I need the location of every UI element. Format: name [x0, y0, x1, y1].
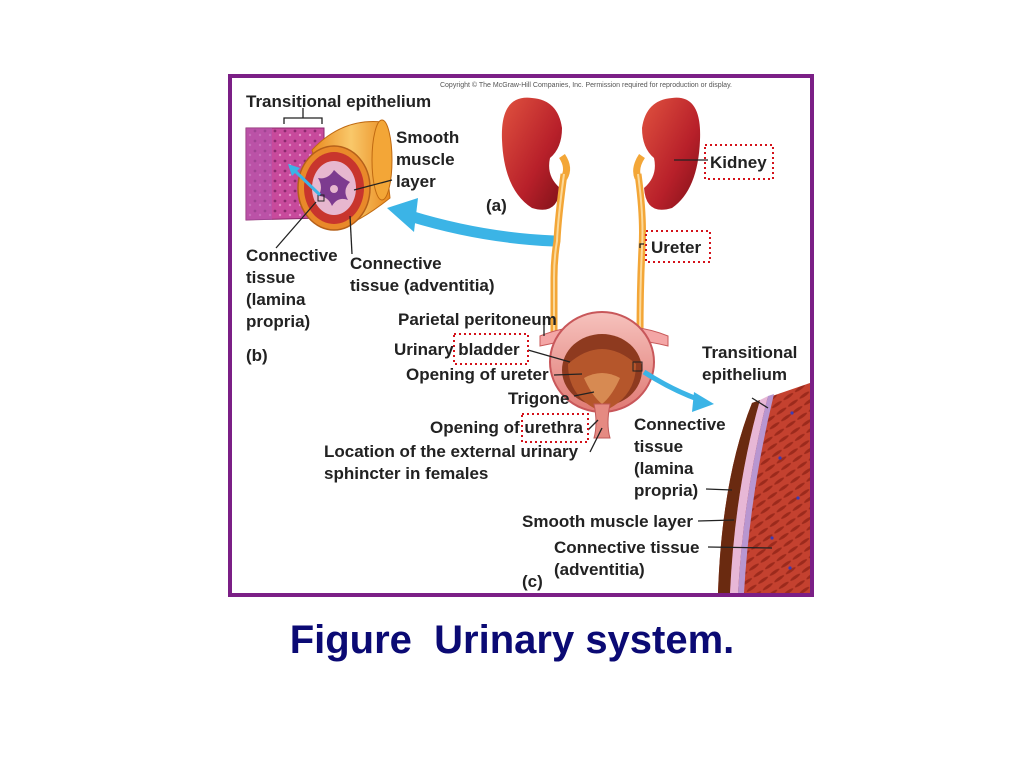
label-connective-c-line4: propria): [634, 481, 698, 500]
label-smooth-muscle-line2: muscle: [396, 150, 455, 169]
label-panel-c: (c): [522, 572, 543, 591]
highlight-urethra: [521, 413, 589, 443]
leader-lines: [275, 159, 773, 549]
label-connective-adventitia-c-line2: (adventitia): [554, 560, 645, 579]
arrow-to-wall-section-head: [692, 392, 714, 412]
arrow-to-cross-section: [387, 198, 555, 247]
arrow-to-wall-section: [642, 369, 701, 403]
label-parietal-peritoneum: Parietal peritoneum: [398, 310, 557, 329]
label-opening-of-urethra: Opening of urethra: [430, 418, 584, 437]
copyright-notice: Copyright © The McGraw-Hill Companies, I…: [440, 81, 732, 89]
label-external-sphincter-line1: Location of the external urinary: [324, 442, 579, 461]
label-connective-lamina-line4: propria): [246, 312, 310, 331]
label-connective-adventitia-line1: Connective: [350, 254, 442, 273]
urinary-system-diagram: Copyright © The McGraw-Hill Companies, I…: [245, 81, 810, 593]
label-connective-lamina-line2: tissue: [246, 268, 295, 287]
kidney-right-illustration: [633, 97, 701, 210]
label-smooth-muscle-line3: layer: [396, 172, 436, 191]
label-smooth-muscle-line1: Smooth: [396, 128, 459, 147]
figure-frame: Copyright © The McGraw-Hill Companies, I…: [228, 74, 814, 597]
label-connective-adventitia-line2: tissue (adventitia): [350, 276, 495, 295]
label-panel-a: (a): [486, 196, 507, 215]
label-connective-c-line2: tissue: [634, 437, 683, 456]
highlight-kidney: [704, 144, 774, 180]
label-urinary-bladder: Urinary bladder: [394, 340, 520, 359]
figure-caption: Figure Urinary system.: [289, 618, 735, 662]
label-transitional-epithelium-c-line2: epithelium: [702, 365, 787, 384]
ureters-illustration: [550, 173, 646, 337]
ureter-cross-section-illustration: [245, 108, 393, 231]
label-transitional-epithelium-c-line1: Transitional: [702, 343, 797, 362]
label-connective-lamina-line3: (lamina: [246, 290, 306, 309]
label-external-sphincter-line2: sphincter in females: [324, 464, 488, 483]
label-connective-c-line3: (lamina: [634, 459, 694, 478]
label-connective-adventitia-c-line1: Connective tissue: [554, 538, 700, 557]
label-connective-lamina-line1: Connective: [246, 246, 338, 265]
urinary-bladder-illustration: [539, 311, 669, 439]
kidney-left-illustration: [501, 97, 571, 210]
bladder-wall-section-illustration: [718, 383, 810, 593]
label-trigone: Trigone: [508, 389, 569, 408]
label-smooth-muscle-c: Smooth muscle layer: [522, 512, 693, 531]
label-panel-b: (b): [246, 346, 268, 365]
highlight-urinary-bladder: [453, 333, 529, 365]
highlight-ureter: [645, 230, 711, 263]
label-connective-c-line1: Connective: [634, 415, 726, 434]
label-transitional-epithelium-b: Transitional epithelium: [246, 92, 431, 111]
label-kidney: Kidney: [710, 153, 767, 172]
label-opening-of-ureter: Opening of ureter: [406, 365, 549, 384]
label-ureter: Ureter: [651, 238, 701, 257]
